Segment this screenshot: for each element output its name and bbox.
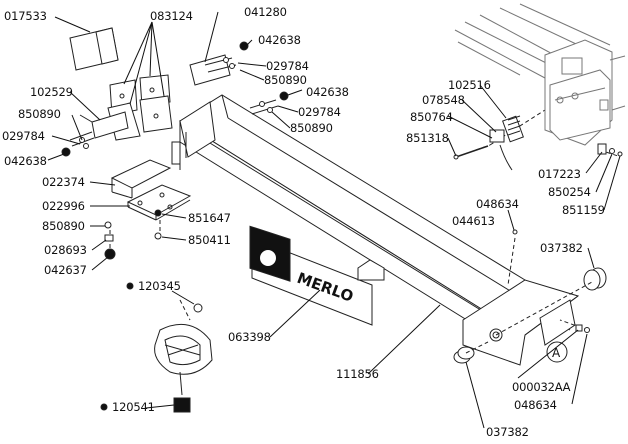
part-label-078548[interactable]: 078548 bbox=[422, 93, 465, 107]
part-label-851159[interactable]: 851159 bbox=[562, 203, 605, 217]
part-label-048634-top[interactable]: 048634 bbox=[476, 197, 519, 211]
bolts-mid bbox=[249, 91, 289, 115]
boom-head bbox=[462, 279, 580, 366]
part-label-022996[interactable]: 022996 bbox=[42, 199, 85, 213]
part-label-041280[interactable]: 041280 bbox=[244, 5, 287, 19]
part-label-017223[interactable]: 017223 bbox=[538, 167, 581, 181]
bracket-102529 bbox=[79, 111, 129, 139]
part-label-037382-right[interactable]: 037382 bbox=[540, 241, 583, 255]
part-label-102516[interactable]: 102516 bbox=[448, 78, 491, 92]
machine-frame bbox=[454, 3, 626, 146]
bolt-048634-top bbox=[512, 229, 518, 235]
part-label-042638-mid[interactable]: 042638 bbox=[306, 85, 349, 99]
part-label-042638-left[interactable]: 042638 bbox=[4, 154, 47, 168]
leader-lines bbox=[47, 11, 621, 429]
part-label-111856[interactable]: 111856 bbox=[336, 367, 379, 381]
plate-017533 bbox=[69, 27, 119, 71]
bolt-048634-bottom bbox=[584, 327, 590, 333]
part-label-850764[interactable]: 850764 bbox=[410, 110, 453, 124]
hardware-under-plate bbox=[104, 209, 162, 260]
callout-circle bbox=[546, 341, 568, 363]
part-label-850890-top[interactable]: 850890 bbox=[264, 73, 307, 87]
part-label-083124[interactable]: 083124 bbox=[150, 9, 193, 23]
part-label-029784-left[interactable]: 029784 bbox=[2, 129, 45, 143]
part-label-042637[interactable]: 042637 bbox=[44, 263, 87, 277]
part-label-851318[interactable]: 851318 bbox=[406, 131, 449, 145]
part-label-850254[interactable]: 850254 bbox=[548, 185, 591, 199]
part-label-029784-mid[interactable]: 029784 bbox=[298, 105, 341, 119]
part-label-044613[interactable]: 044613 bbox=[452, 214, 495, 228]
callout-letter: A bbox=[552, 346, 561, 360]
bolts-left bbox=[61, 131, 95, 157]
part-label-120541[interactable]: 120541 bbox=[112, 400, 155, 414]
part-label-850890-left[interactable]: 850890 bbox=[18, 107, 61, 121]
part-label-028693[interactable]: 028693 bbox=[44, 243, 87, 257]
part-label-017533[interactable]: 017533 bbox=[4, 9, 47, 23]
guard-120541 bbox=[100, 282, 213, 413]
pin-bottom bbox=[453, 346, 475, 364]
part-label-029784-top[interactable]: 029784 bbox=[266, 59, 309, 73]
part-label-000032AA[interactable]: 000032AA bbox=[512, 380, 571, 394]
plate-022996 bbox=[126, 184, 192, 221]
bracket-small bbox=[597, 143, 623, 157]
part-label-120345[interactable]: 120345 bbox=[138, 279, 181, 293]
nut-000032AA bbox=[575, 324, 583, 332]
part-label-850890-mid[interactable]: 850890 bbox=[290, 121, 333, 135]
bracket-041280 bbox=[189, 41, 249, 86]
pin-right bbox=[583, 267, 607, 291]
sensor-assembly bbox=[453, 115, 524, 171]
part-label-042638-top[interactable]: 042638 bbox=[258, 33, 301, 47]
part-label-102529[interactable]: 102529 bbox=[30, 85, 73, 99]
part-label-850411[interactable]: 850411 bbox=[188, 233, 231, 247]
part-label-022374[interactable]: 022374 bbox=[42, 175, 85, 189]
leaders-083124 bbox=[123, 21, 165, 105]
part-label-063398[interactable]: 063398 bbox=[228, 330, 271, 344]
part-label-037382-bottom[interactable]: 037382 bbox=[486, 425, 529, 439]
part-label-850890-low[interactable]: 850890 bbox=[42, 219, 85, 233]
part-label-048634-bottom[interactable]: 048634 bbox=[514, 398, 557, 412]
part-label-851647[interactable]: 851647 bbox=[188, 211, 231, 225]
